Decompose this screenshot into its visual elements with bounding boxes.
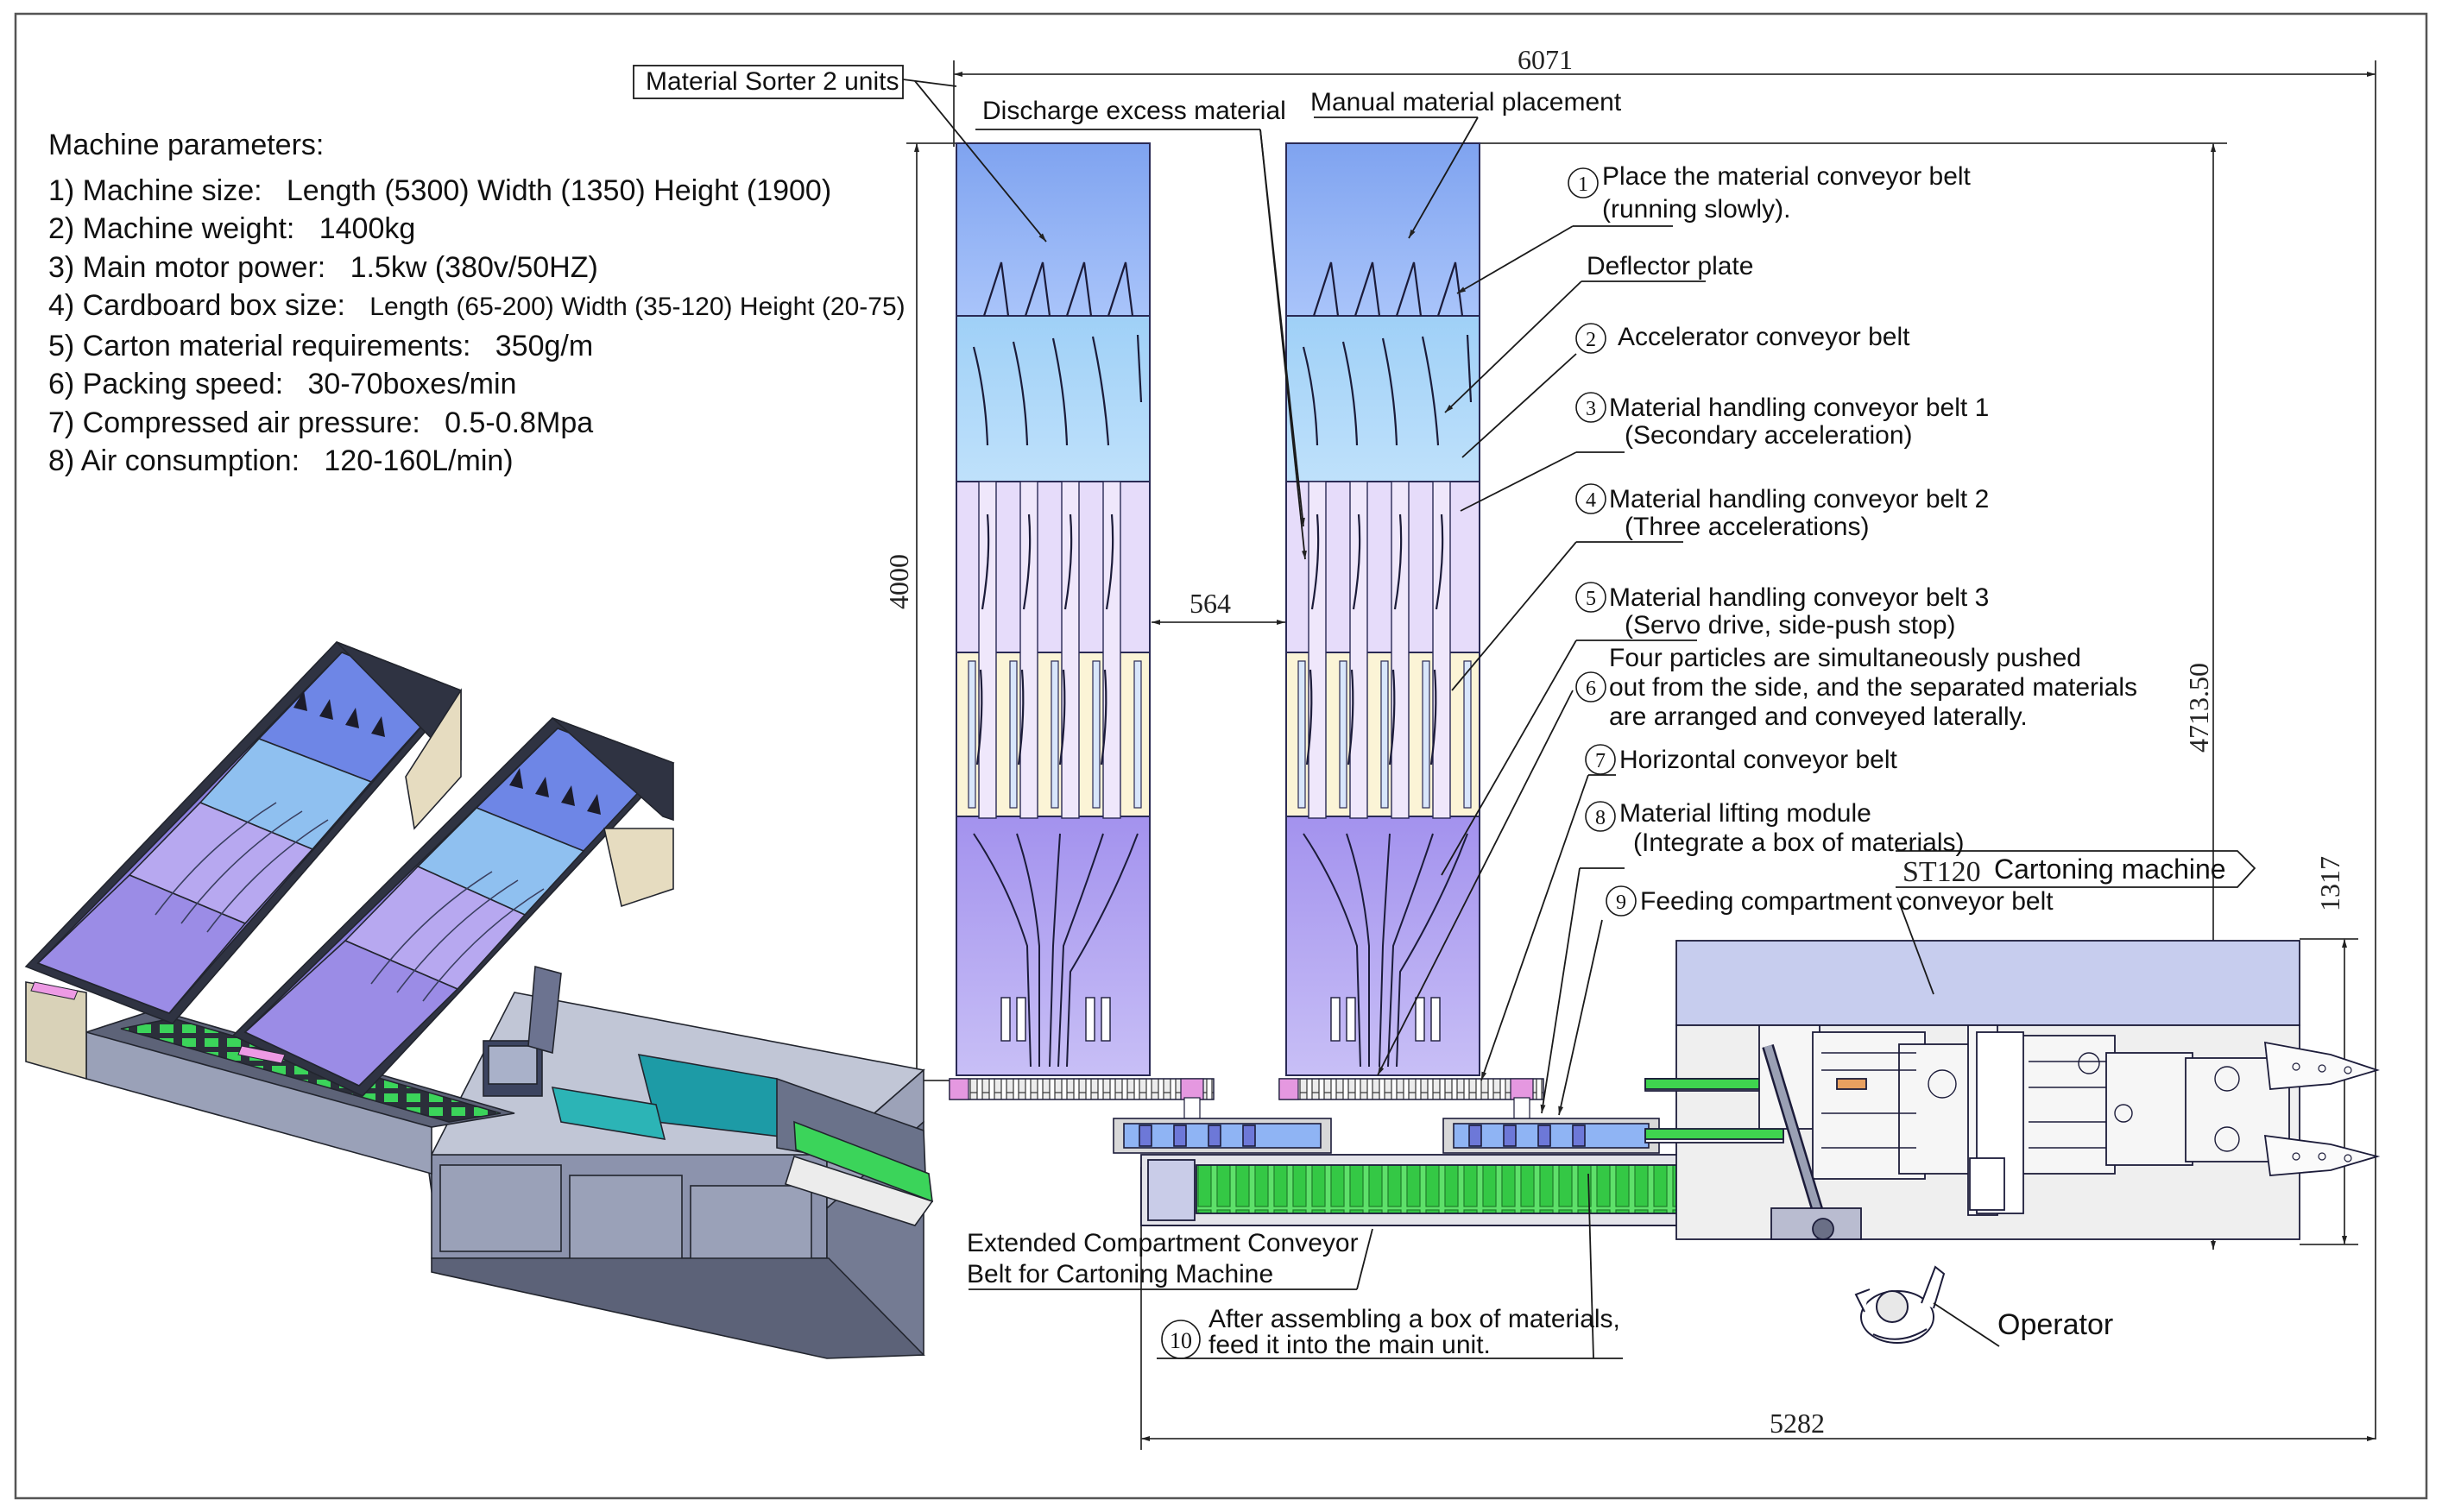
callout-3-subtext: (Secondary acceleration) — [1625, 421, 1913, 450]
param-row-air-consumption: 8) Air consumption: 120-160L/min) — [48, 442, 905, 481]
callout-6-text-1: Four particles are simultaneously pushed — [1609, 644, 2081, 672]
callout-2-number: 2 — [1586, 329, 1596, 351]
param-label: 6) Packing speed: — [48, 368, 284, 400]
dim-base-length: 5282 — [1770, 1408, 1825, 1439]
param-value: 350g/m — [495, 329, 594, 362]
callout-8-text: Material lifting module — [1619, 799, 1871, 828]
leader-lines — [902, 79, 2000, 1359]
callout-4-text: Material handling conveyor belt 2 — [1609, 485, 1989, 513]
label-extended-conveyor-1: Extended Compartment Conveyor — [967, 1229, 1359, 1257]
callout-8-number: 8 — [1595, 807, 1606, 829]
machine-3d-view — [24, 641, 934, 1359]
parameters-heading: Machine parameters: — [48, 129, 325, 161]
callout-7-number: 7 — [1595, 750, 1606, 772]
callout-1-subtext: (running slowly). — [1602, 195, 1790, 224]
callout-9-text: Feeding compartment conveyor belt — [1640, 887, 2054, 916]
callout-2-text: Accelerator conveyor belt — [1618, 323, 1910, 351]
callout-9-number: 9 — [1616, 891, 1626, 914]
param-row-box-size: 4) Cardboard box size: Length (65-200) W… — [48, 287, 905, 327]
label-operator: Operator — [1997, 1308, 2113, 1341]
label-extended-conveyor-2: Belt for Cartoning Machine — [967, 1260, 1273, 1288]
callout-5-subtext: (Servo drive, side-push stop) — [1625, 611, 1956, 639]
param-value: 1.5kw (380v/50HZ) — [350, 250, 598, 284]
dim-total-height: 4713.50 — [2183, 663, 2214, 753]
dim-sorter-gap: 564 — [1189, 588, 1231, 619]
operator-figure — [1854, 1265, 1946, 1344]
cartoning-machine-top-view — [1644, 940, 2381, 1240]
feeding-compartments — [1113, 1118, 1660, 1154]
callout-4-number: 4 — [1586, 489, 1596, 512]
param-value: 1400kg — [319, 212, 416, 245]
param-label: 3) Main motor power: — [48, 250, 326, 284]
sorter-tower-left — [949, 142, 1215, 1125]
param-value: 120-160L/min) — [324, 444, 514, 477]
callout-4-subtext: (Three accelerations) — [1625, 513, 1869, 541]
param-value: Length (5300) Width (1350) Height (1900) — [286, 173, 832, 207]
callout-7-text: Horizontal conveyor belt — [1619, 746, 1897, 774]
param-label: 4) Cardboard box size: — [48, 289, 345, 322]
callout-3-number: 3 — [1586, 398, 1596, 420]
label-discharge: Discharge excess material — [982, 97, 1286, 125]
label-material-sorter: Material Sorter 2 units — [646, 67, 899, 96]
dim-overall-length: 6071 — [1518, 44, 1573, 75]
drawing-frame — [14, 12, 2428, 1500]
callout-1-text: Place the material conveyor belt — [1602, 162, 1972, 191]
param-label: 8) Air consumption: — [48, 444, 300, 477]
param-value: 30-70boxes/min — [307, 368, 517, 400]
label-manual-placement: Manual material placement — [1310, 88, 1622, 117]
callout-10-number: 10 — [1170, 1328, 1192, 1353]
callout-10-subtext: feed it into the main unit. — [1208, 1331, 1491, 1359]
callout-3-text: Material handling conveyor belt 1 — [1609, 394, 1989, 422]
param-label: 1) Machine size: — [48, 173, 262, 207]
dim-sorter-height: 4000 — [883, 554, 914, 609]
label-deflector: Deflector plate — [1587, 252, 1753, 280]
param-row-power: 3) Main motor power: 1.5kw (380v/50HZ) — [48, 249, 905, 287]
param-value: 0.5-0.8Mpa — [445, 406, 594, 439]
param-row-carton: 5) Carton material requirements: 350g/m — [48, 327, 905, 366]
label-cartoning-model: ST120 — [1902, 856, 1981, 888]
param-row-speed: 6) Packing speed: 30-70boxes/min — [48, 365, 905, 404]
param-label: 7) Compressed air pressure: — [48, 406, 420, 439]
label-frames — [633, 65, 2256, 1359]
dim-machine-height: 1317 — [2314, 856, 2345, 911]
param-label: 2) Machine weight: — [48, 212, 295, 245]
callout-5-text: Material handling conveyor belt 3 — [1609, 583, 1989, 612]
param-label: 5) Carton material requirements: — [48, 329, 471, 362]
dimension-lines — [906, 60, 2376, 1450]
param-value: Length (65-200) Width (35-120) Height (2… — [369, 293, 905, 321]
label-cartoning-machine: Cartoning machine — [1994, 854, 2226, 885]
param-row-size: 1) Machine size: Length (5300) Width (13… — [48, 172, 905, 211]
callout-6-number: 6 — [1586, 677, 1596, 700]
callout-5-number: 5 — [1586, 588, 1596, 610]
callout-1-number: 1 — [1578, 173, 1588, 196]
callout-6-text-2: out from the side, and the separated mat… — [1609, 673, 2137, 702]
param-row-weight: 2) Machine weight: 1400kg — [48, 210, 905, 249]
param-row-air-pressure: 7) Compressed air pressure: 0.5-0.8Mpa — [48, 404, 905, 443]
callout-8-subtext: (Integrate a box of materials) — [1633, 828, 1965, 857]
machine-parameters: Machine parameters: 1) Machine size: Len… — [48, 126, 905, 481]
callout-10-text: After assembling a box of materials, — [1208, 1305, 1620, 1333]
callout-6-text-3: are arranged and conveyed laterally. — [1609, 702, 2028, 731]
callout-circles — [1161, 167, 1637, 1359]
